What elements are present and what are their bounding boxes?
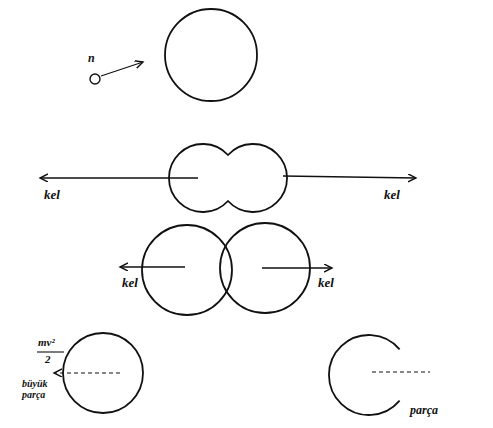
text-label: kel [122,276,138,290]
text-label: n [88,52,95,65]
text-label: büyük parça [22,379,62,400]
force-arrow [120,266,185,267]
force-arrow [283,176,416,178]
nucleus [165,9,257,101]
small-fragment [329,335,400,415]
text-label: kel [44,188,60,202]
dashed-line [372,371,430,372]
neutron-arrow [101,62,143,76]
text-label: kel [318,276,334,290]
force-arrow [262,267,332,268]
neutron [90,74,100,84]
text-label: parça [410,404,438,417]
text-label: mv² [38,337,55,349]
velocity-arrow [54,372,120,373]
fragment [142,225,232,315]
text-label: kel [384,188,400,202]
fraction-bar [37,351,64,352]
force-arrow [40,177,198,178]
text-label: 2 [45,354,51,366]
